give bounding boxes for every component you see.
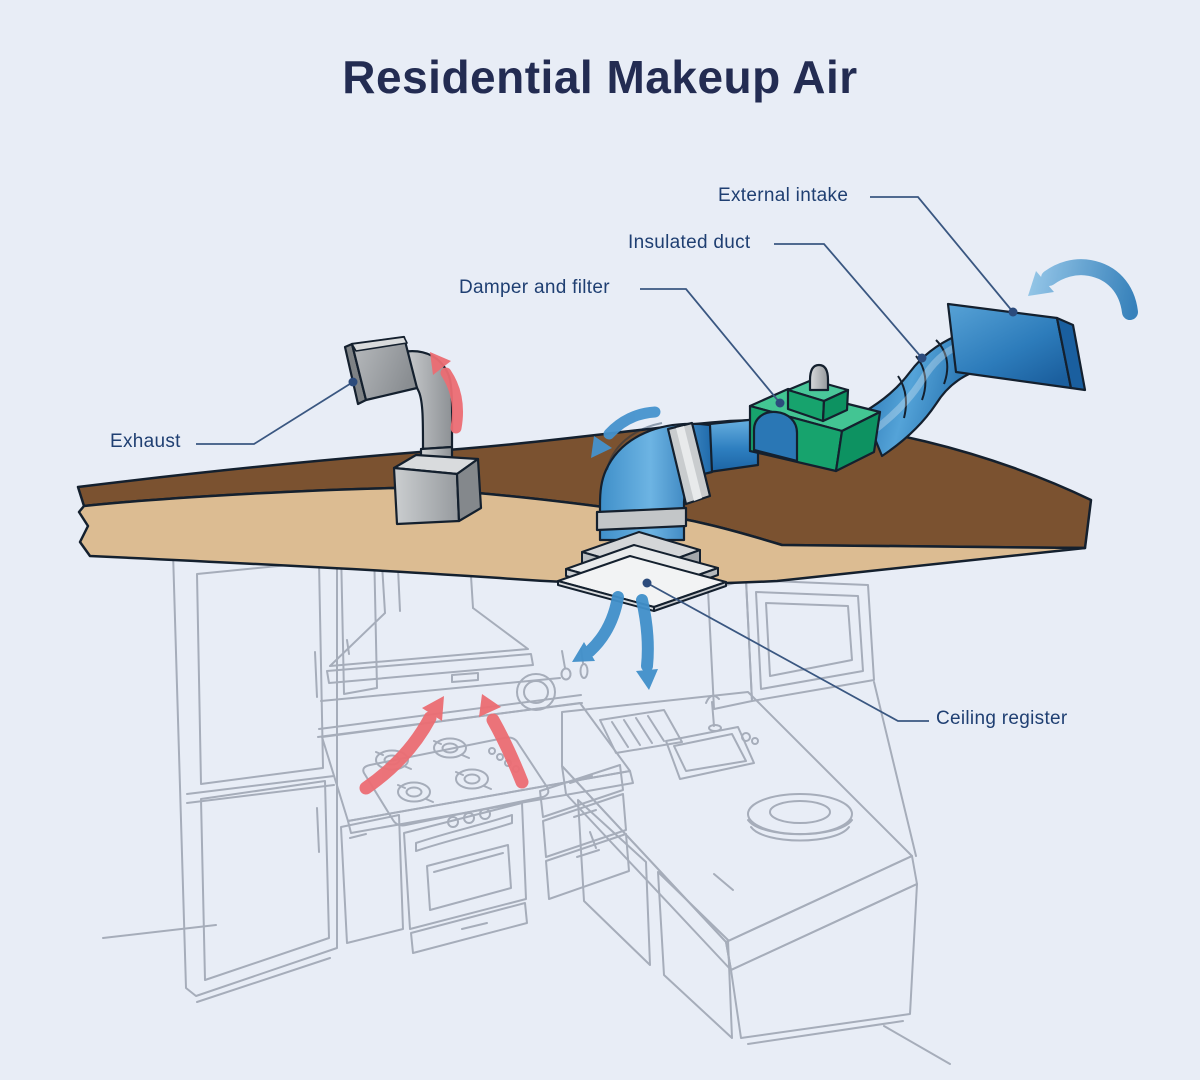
floor-line-left [102,924,217,939]
leader-external-intake [870,196,1014,313]
makeup-air-arrow-mid [591,406,661,458]
diagram-title: Residential Makeup Air [342,51,858,103]
intake-duct-run [748,302,1087,473]
label-exhaust: Exhaust [110,431,181,452]
faucet-outline [705,694,720,727]
warm-air-arrow-left [359,696,444,795]
leader-ceiling-register [646,582,929,722]
exhaust-air-arrow [430,352,464,434]
exhaust-vent-hood [343,335,419,406]
kitchen-outline-art [102,536,951,1065]
upper-cabinet-outline [707,579,875,710]
ceiling-front-face [77,486,1087,586]
ceiling-register-assembly [557,417,760,612]
register-air-arrow-left [572,591,624,662]
register-air-arrow-right [636,594,658,690]
label-damper-and-filter: Damper and filter [459,277,610,298]
sink-counter-outline [561,691,951,1065]
label-ceiling-register: Ceiling register [936,708,1068,729]
exhaust-ceiling-box [392,453,483,526]
external-intake-arrow [1028,259,1138,320]
leader-exhaust [196,381,354,445]
leader-insulated-duct [774,243,923,359]
duct-collar-ring [595,506,688,532]
label-external-intake: External intake [718,185,849,206]
cabinet-door-outline [340,814,404,944]
leader-dots [348,307,1018,588]
airflow-arrows [359,259,1138,795]
damper-knob [808,363,830,392]
leader-lines [196,196,1014,722]
warm-air-arrow-right [479,694,529,789]
exhaust-assembly [343,335,483,526]
ceiling-register-plates [557,531,727,612]
backsplash-outline [317,648,589,738]
hanging-pan-outline [516,673,556,711]
fridge-cabinet-outline [172,536,338,1003]
damper-duct-opening [752,410,799,463]
leader-damper [640,288,781,404]
external-intake-panel [946,302,1087,392]
oven-outline [403,802,528,954]
label-insulated-duct: Insulated duct [628,232,751,253]
wall-corner-line [873,681,917,857]
damper-filter-box [748,363,882,473]
